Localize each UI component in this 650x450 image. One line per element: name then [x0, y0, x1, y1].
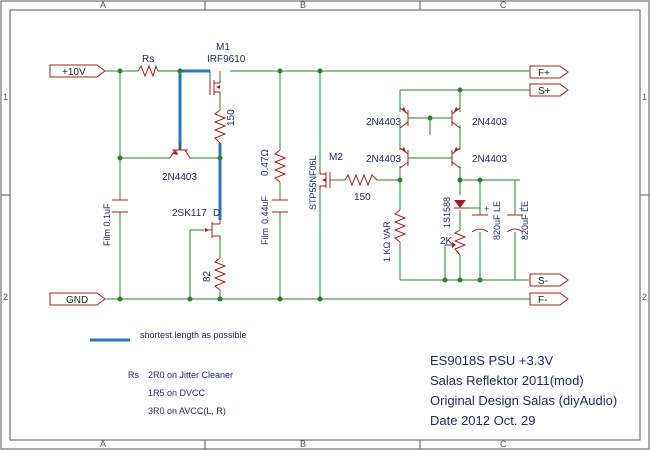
frame-row-1-right: 1 [642, 92, 647, 102]
port-s-minus: S- [529, 273, 569, 287]
port-f-minus: F- [529, 292, 569, 306]
jfet-pin-label: D [213, 208, 220, 219]
transistor-2n4403-mr: 2N4403 [451, 147, 507, 169]
port-vin: +10V [49, 64, 106, 78]
transistor-2n4403-tl: 2N4403 [366, 107, 409, 129]
svg-text:+: + [519, 204, 524, 214]
r150-upper-label: 150 [226, 109, 237, 126]
port-gnd-label: GND [66, 295, 88, 306]
jfet-2sk117: 2SK117 D [172, 208, 221, 240]
cap-820-b-label: 820uF LE [520, 201, 530, 240]
title-line3: Original Design Salas (diyAudio) [430, 393, 617, 408]
capacitor-film-left: Film 0.1uF [102, 199, 128, 246]
diode-label: 1S1588 [442, 197, 452, 228]
transistor-2n4403-left: 2N4403 [162, 143, 197, 183]
frame-col-b-top: B [300, 0, 306, 10]
potentiometer-2k: 2K [440, 229, 467, 256]
rs-notes-title: Rs [128, 370, 139, 380]
mosfet-m2: STP55NF06L M2 [308, 152, 343, 210]
junction-dots [117, 68, 483, 302]
resistor-150-gate: 150 [344, 173, 378, 203]
q-tl-label: 2N4403 [366, 117, 401, 128]
mosfet-m1: M1 IRF9610 [207, 42, 246, 95]
resistor-rs: Rs [137, 54, 159, 78]
jfet-label: 2SK117 [172, 208, 207, 219]
port-gnd: GND [49, 292, 106, 306]
legend: shortest length as possible [90, 330, 247, 342]
capacitor-820-b: + 820uF LE [506, 201, 530, 240]
rs-notes: Rs 2R0 on Jitter Cleaner 1R5 on DVCC 3R0… [128, 370, 233, 416]
q-2n4403-label: 2N4403 [162, 172, 197, 183]
diode-1s1588: 1S1588 [442, 197, 466, 228]
frame-col-c-top: C [500, 0, 507, 10]
m1-part-label: IRF9610 [207, 54, 246, 65]
port-f-plus: F+ [529, 65, 569, 79]
port-f-minus-label: F- [538, 295, 547, 306]
port-s-plus-label: S+ [538, 86, 551, 97]
port-s-plus: S+ [529, 83, 569, 97]
frame-col-b-bottom: B [300, 439, 306, 449]
transistor-2n4403-tr: 2N4403 [451, 107, 507, 129]
r-1k-var-label: 1 KΩ VAR [382, 221, 392, 262]
q-tr-label: 2N4403 [472, 117, 507, 128]
resistor-150-upper: 150 [213, 109, 237, 144]
rs-label: Rs [142, 54, 154, 65]
rs-notes-line2: 1R5 on DVCC [148, 388, 206, 398]
c-film-mid-type-label: Film [260, 228, 270, 245]
capacitor-820-a: + 820uF LE [471, 201, 502, 240]
c-film-mid-val-label: 0.44uF [260, 195, 270, 224]
title-line2: Salas Reflektor 2011(mod) [430, 373, 584, 388]
m1-ref-label: M1 [216, 42, 230, 53]
frame-col-c-bottom: C [500, 439, 507, 449]
capacitor-film-mid: 0.44uF Film [260, 195, 288, 245]
rs-notes-line3: 3R0 on AVCC(L, R) [148, 406, 226, 416]
q-mr-label: 2N4403 [472, 154, 507, 165]
resistor-1k-var: 1 KΩ VAR [382, 209, 407, 262]
port-vin-label: +10V [62, 67, 86, 78]
r047-label: 0.47Ω [260, 149, 271, 176]
resistor-047: 0.47Ω [260, 149, 287, 183]
title-block: ES9018S PSU +3.3V Salas Reflektor 2011(m… [430, 353, 617, 428]
rs-notes-line1: 2R0 on Jitter Cleaner [148, 370, 233, 380]
r150-gate-label: 150 [354, 192, 371, 203]
q-ml-label: 2N4403 [366, 154, 401, 165]
c-film-left-label: Film 0.1uF [102, 203, 112, 246]
frame-col-a-bottom: A [100, 439, 106, 449]
frame-col-a-top: A [100, 0, 106, 10]
cap-820-a-label: 820uF LE [492, 201, 502, 240]
legend-note: shortest length as possible [140, 330, 247, 340]
r82-label: 82 [202, 270, 213, 282]
frame-row-2-right: 2 [642, 292, 647, 302]
port-s-minus-label: S- [538, 276, 548, 287]
resistor-82: 82 [202, 257, 227, 291]
title-line4: Date 2012 Oct. 29 [430, 413, 536, 428]
frame-row-2-left: 2 [3, 292, 8, 302]
port-f-plus-label: F+ [538, 68, 550, 79]
pot-2k-label: 2K [440, 236, 453, 247]
m2-part-label: STP55NF06L [308, 155, 318, 210]
m2-ref-label: M2 [329, 152, 343, 163]
transistor-2n4403-ml: 2N4403 [366, 147, 409, 169]
frame-row-1-left: 1 [3, 92, 8, 102]
title-line1: ES9018S PSU +3.3V [430, 353, 554, 368]
svg-text:+: + [484, 204, 489, 214]
